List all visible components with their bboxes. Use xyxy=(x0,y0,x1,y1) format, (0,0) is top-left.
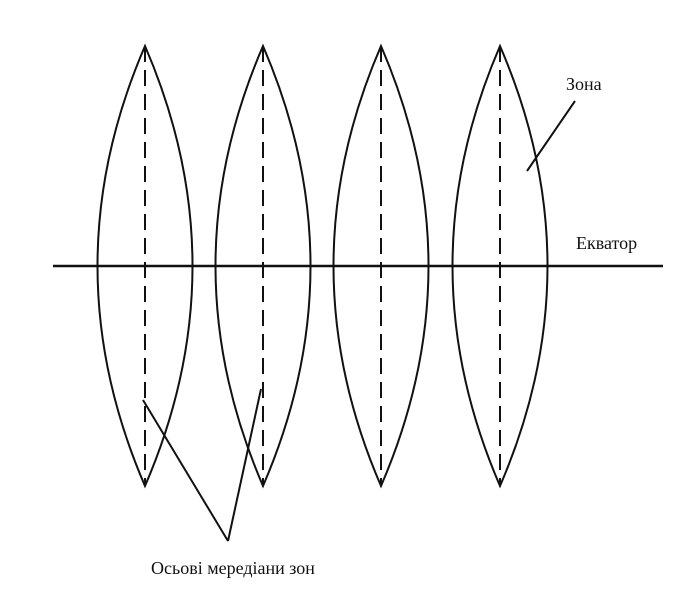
meridian-leader-line-1 xyxy=(142,399,229,542)
meridian-leader-line-2 xyxy=(227,388,262,542)
equator-label: Екватор xyxy=(576,233,637,253)
axial-meridians-label: Осьові мередіани зон xyxy=(151,558,315,578)
zone-4-outline xyxy=(451,43,549,489)
zone-2-outline xyxy=(214,43,312,489)
zone-label: Зона xyxy=(566,74,602,94)
zone-3-outline xyxy=(332,43,430,489)
zone-leader-line xyxy=(526,100,576,172)
zone-1-outline xyxy=(96,43,194,489)
